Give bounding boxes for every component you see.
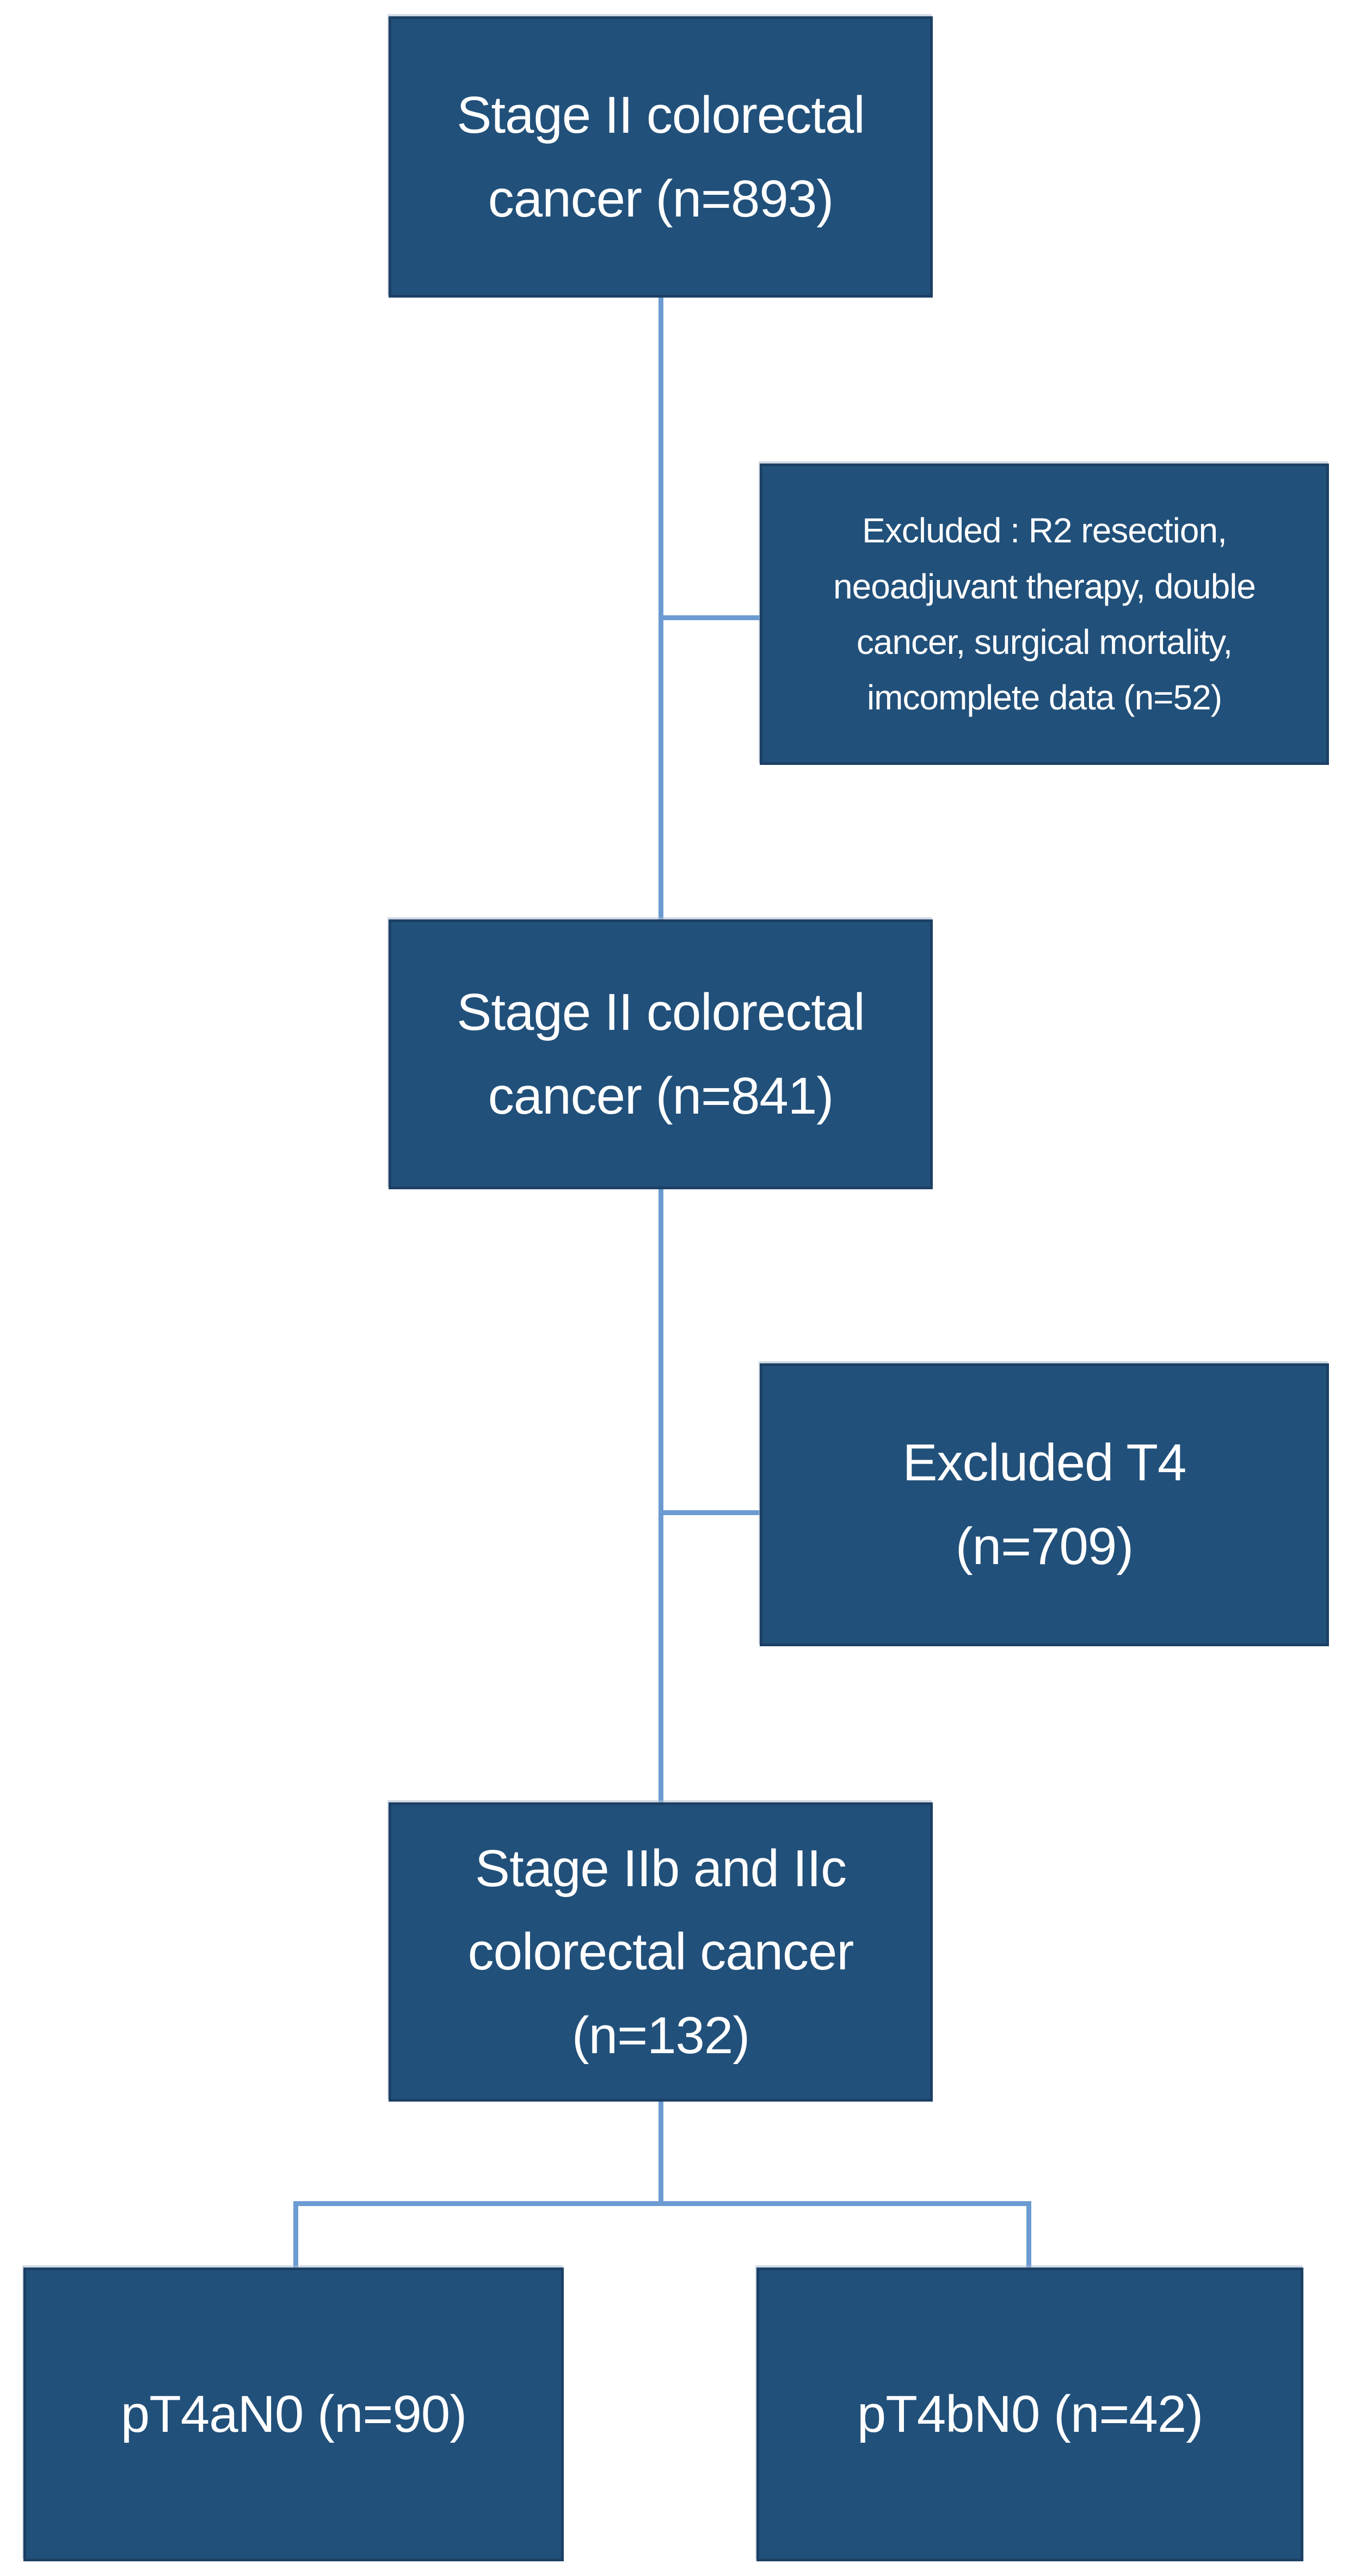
- box-pt4an0-n90: pT4aN0 (n=90): [23, 2268, 564, 2561]
- box-excluded-t4-n709: Excluded T4 (n=709): [760, 1363, 1329, 1646]
- box-pt4an0-n90-label: pT4aN0 (n=90): [120, 2385, 467, 2444]
- connector-branch-excluded-t4: [661, 1510, 760, 1515]
- connector-box3-to-split: [658, 2102, 663, 2206]
- box-stage-ii-n841-label: Stage II colorectal cancer (n=841): [457, 983, 865, 1125]
- connector-split-left-drop: [293, 2201, 298, 2268]
- box-pt4bn0-n42: pT4bN0 (n=42): [756, 2268, 1303, 2561]
- connector-box1-to-box2: [658, 298, 663, 919]
- connector-split-horizontal: [293, 2201, 1031, 2206]
- box-stage-ii-n893: Stage II colorectal cancer (n=893): [389, 16, 933, 298]
- box-stage-ii-n893-label: Stage II colorectal cancer (n=893): [457, 85, 865, 228]
- box-excluded-t4-n709-label: Excluded T4 (n=709): [902, 1434, 1187, 1576]
- box-pt4bn0-n42-label: pT4bN0 (n=42): [857, 2385, 1203, 2444]
- box-excluded-n52-label: Excluded : R2 resection, neoadjuvant the…: [833, 511, 1256, 718]
- connector-box2-to-box3: [658, 1189, 663, 1802]
- connector-split-right-drop: [1026, 2201, 1031, 2268]
- connector-branch-excluded-52: [661, 615, 760, 620]
- box-excluded-n52: Excluded : R2 resection, neoadjuvant the…: [760, 464, 1329, 765]
- box-stage-ii-n841: Stage II colorectal cancer (n=841): [389, 919, 933, 1189]
- box-stage-iib-iic-n132-label: Stage IIb and IIc colorectal cancer (n=1…: [467, 1839, 854, 2065]
- box-stage-iib-iic-n132: Stage IIb and IIc colorectal cancer (n=1…: [389, 1802, 933, 2102]
